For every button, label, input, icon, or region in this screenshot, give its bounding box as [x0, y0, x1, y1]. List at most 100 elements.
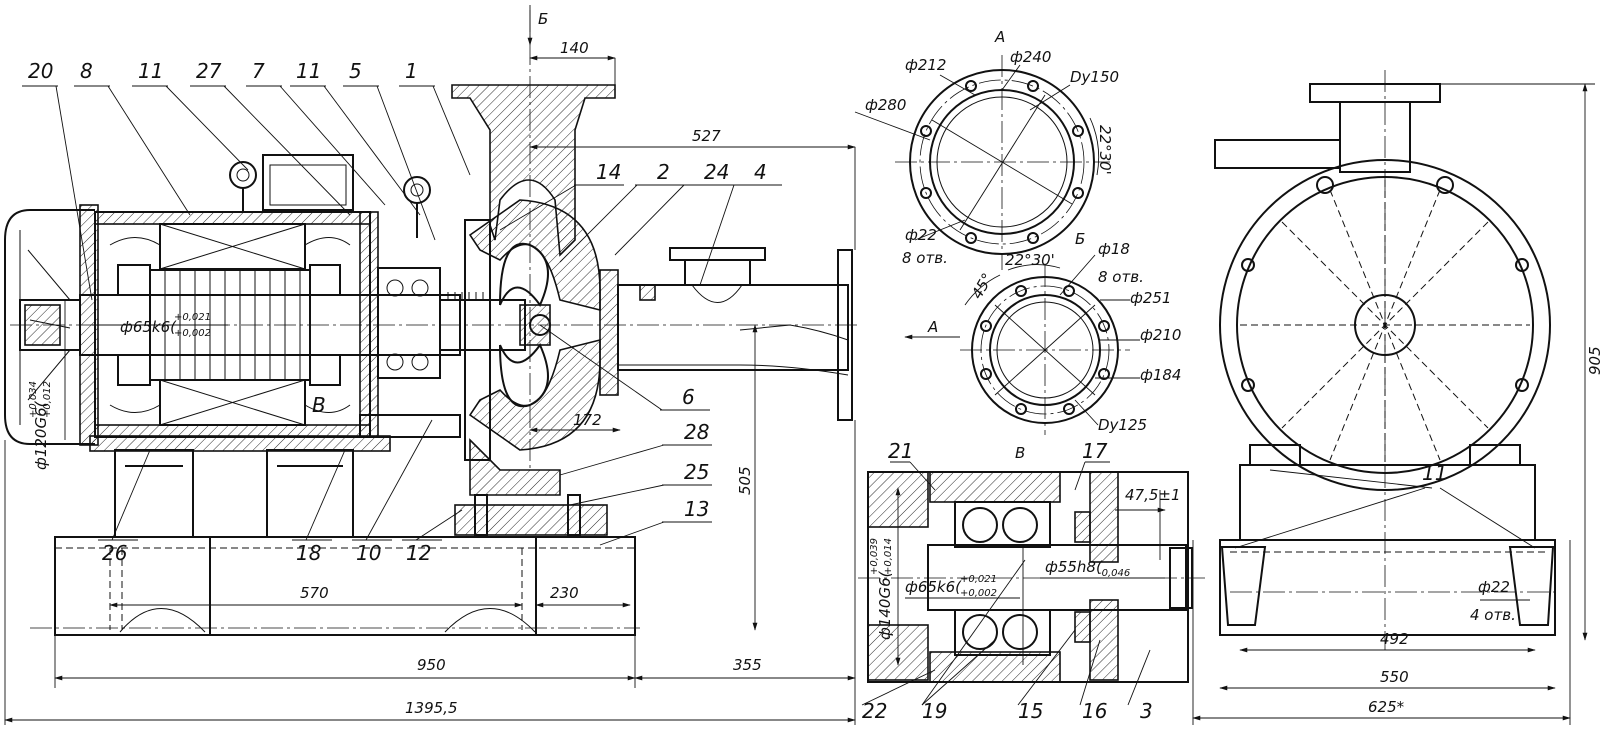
view-a-d212: ф212: [905, 56, 946, 74]
side-callout-11: 11: [1422, 461, 1447, 485]
callout-leader: [599, 521, 665, 546]
view-b-d210: ф210: [1140, 326, 1181, 344]
view-a-d240: ф240: [1010, 48, 1051, 66]
view-a-d280: ф280: [865, 96, 906, 114]
shaft-fit: ф65k6(: [120, 318, 177, 336]
lifting-eye: [229, 161, 431, 238]
view-b-angle: 22°30': [1005, 251, 1055, 269]
side-d492: 492: [1380, 630, 1409, 648]
housing-tol-upper: +0,034: [28, 381, 39, 418]
view-a-angle: 22°30': [1096, 125, 1114, 175]
callout-leader: [323, 85, 421, 216]
part-callout-12: 12: [406, 541, 431, 565]
dim-505: 505: [736, 466, 754, 495]
callout-leader: [55, 85, 93, 301]
callout-17: 17: [1082, 439, 1108, 463]
view-a-dy150: Dy150: [1070, 68, 1119, 86]
view-a: А ф212 ф240 Dy150 ф280 22°30' ф22 8 отв.: [854, 28, 1119, 270]
part-callout-11: 11: [296, 59, 321, 83]
view-b-d184: ф184: [1140, 366, 1181, 384]
section-d140-tol-dn: +0,014: [883, 538, 894, 575]
section-d65k6: ф65k6(: [905, 578, 962, 596]
callout-leader: [432, 85, 471, 176]
view-b-angle45: 45°: [968, 270, 997, 302]
callout-leader: [365, 419, 433, 541]
callout-leader: [559, 184, 638, 263]
part-callout-8: 8: [80, 59, 93, 83]
part-callout-10: 10: [356, 541, 381, 565]
callout-leader: [111, 449, 151, 541]
side-d550: 550: [1380, 668, 1409, 686]
section-d65-tol-dn: +0,002: [960, 588, 997, 599]
dim-1395: 1395,5: [405, 699, 458, 717]
dim-355: 355: [733, 656, 762, 674]
part-callout-4: 4: [754, 160, 767, 184]
part-callout-26: 26: [102, 541, 127, 565]
callout-leader: [165, 85, 249, 171]
section-d140-tol-up: +0,039: [869, 538, 880, 575]
part-callout-1: 1: [405, 59, 418, 83]
dim-527: 527: [692, 127, 721, 145]
callout-leader: [699, 184, 735, 286]
part-callout-7: 7: [252, 59, 265, 83]
callout-3: 3: [1140, 699, 1153, 723]
view-b-label: Б: [1075, 230, 1085, 248]
dim-140: 140: [560, 39, 589, 57]
section-d47: 47,5±1: [1125, 486, 1181, 504]
callout-leader: [415, 509, 463, 541]
part-callout-27: 27: [196, 59, 222, 83]
section-b: В ф140G6( +0,039 +0,014 ф65k6( +0,021 +0…: [858, 439, 1205, 723]
section-b-label: В: [1015, 444, 1025, 462]
view-b-dy125: Dy125: [1098, 416, 1147, 434]
callout-leader: [376, 85, 436, 241]
part-callout-2: 2: [657, 160, 670, 184]
dim-570: 570: [300, 584, 329, 602]
side-holes: 4 отв.: [1470, 606, 1516, 624]
part-callout-6: 6: [682, 385, 695, 409]
housing-tol-lower: +0,012: [42, 381, 53, 418]
pump-casing: [451, 10, 616, 496]
housing-fit: ф120G6(: [32, 400, 50, 470]
callout-leader: [559, 444, 665, 476]
discharge-pipe: [599, 247, 853, 421]
callout-21: 21: [888, 439, 913, 463]
callout-15: 15: [1018, 699, 1043, 723]
shaft-tol-upper: +0,021: [174, 312, 211, 323]
side-view: 905 492 550 625* ф22 4 отв. 11: [1192, 70, 1603, 725]
callout-19: 19: [922, 699, 947, 723]
view-label-b: Б: [538, 10, 548, 28]
view-a-d22: ф22: [905, 226, 937, 244]
view-b-arrow-a: А: [927, 318, 938, 336]
part-callout-28: 28: [684, 420, 709, 444]
dim-950: 950: [417, 656, 446, 674]
callout-leader: [614, 184, 685, 256]
section-d140g6: ф140G6(: [876, 570, 894, 640]
part-callout-11: 11: [138, 59, 163, 83]
part-callout-25: 25: [684, 460, 709, 484]
section-marker-b: В: [312, 393, 326, 417]
callout-leader: [107, 85, 191, 216]
part-callout-14: 14: [596, 160, 621, 184]
callout-22: 22: [862, 699, 887, 723]
part-callout-13: 13: [684, 497, 709, 521]
view-arrow-b: Б: [527, 5, 548, 46]
section-d65-tol-up: +0,021: [960, 574, 997, 585]
view-b-holes: 8 отв.: [1098, 268, 1144, 286]
part-callout-20: 20: [28, 59, 53, 83]
section-d55-tol: -0,046: [1098, 568, 1130, 579]
pump-pedestal: [359, 414, 608, 536]
side-d905: 905: [1586, 346, 1603, 375]
section-d55h8: ф55h8(: [1045, 558, 1103, 576]
dim-230: 230: [550, 584, 579, 602]
callout-leader: [569, 484, 665, 506]
view-a-holes: 8 отв.: [902, 249, 948, 267]
part-callout-18: 18: [296, 541, 321, 565]
callout-16: 16: [1082, 699, 1107, 723]
part-callouts-bottom: 26 18 10 12: [98, 419, 463, 565]
callout-leader: [499, 184, 577, 231]
main-view: Б В 140 527 1 7 2 505 570 230 950: [4, 5, 860, 725]
part-callout-24: 24: [704, 160, 729, 184]
